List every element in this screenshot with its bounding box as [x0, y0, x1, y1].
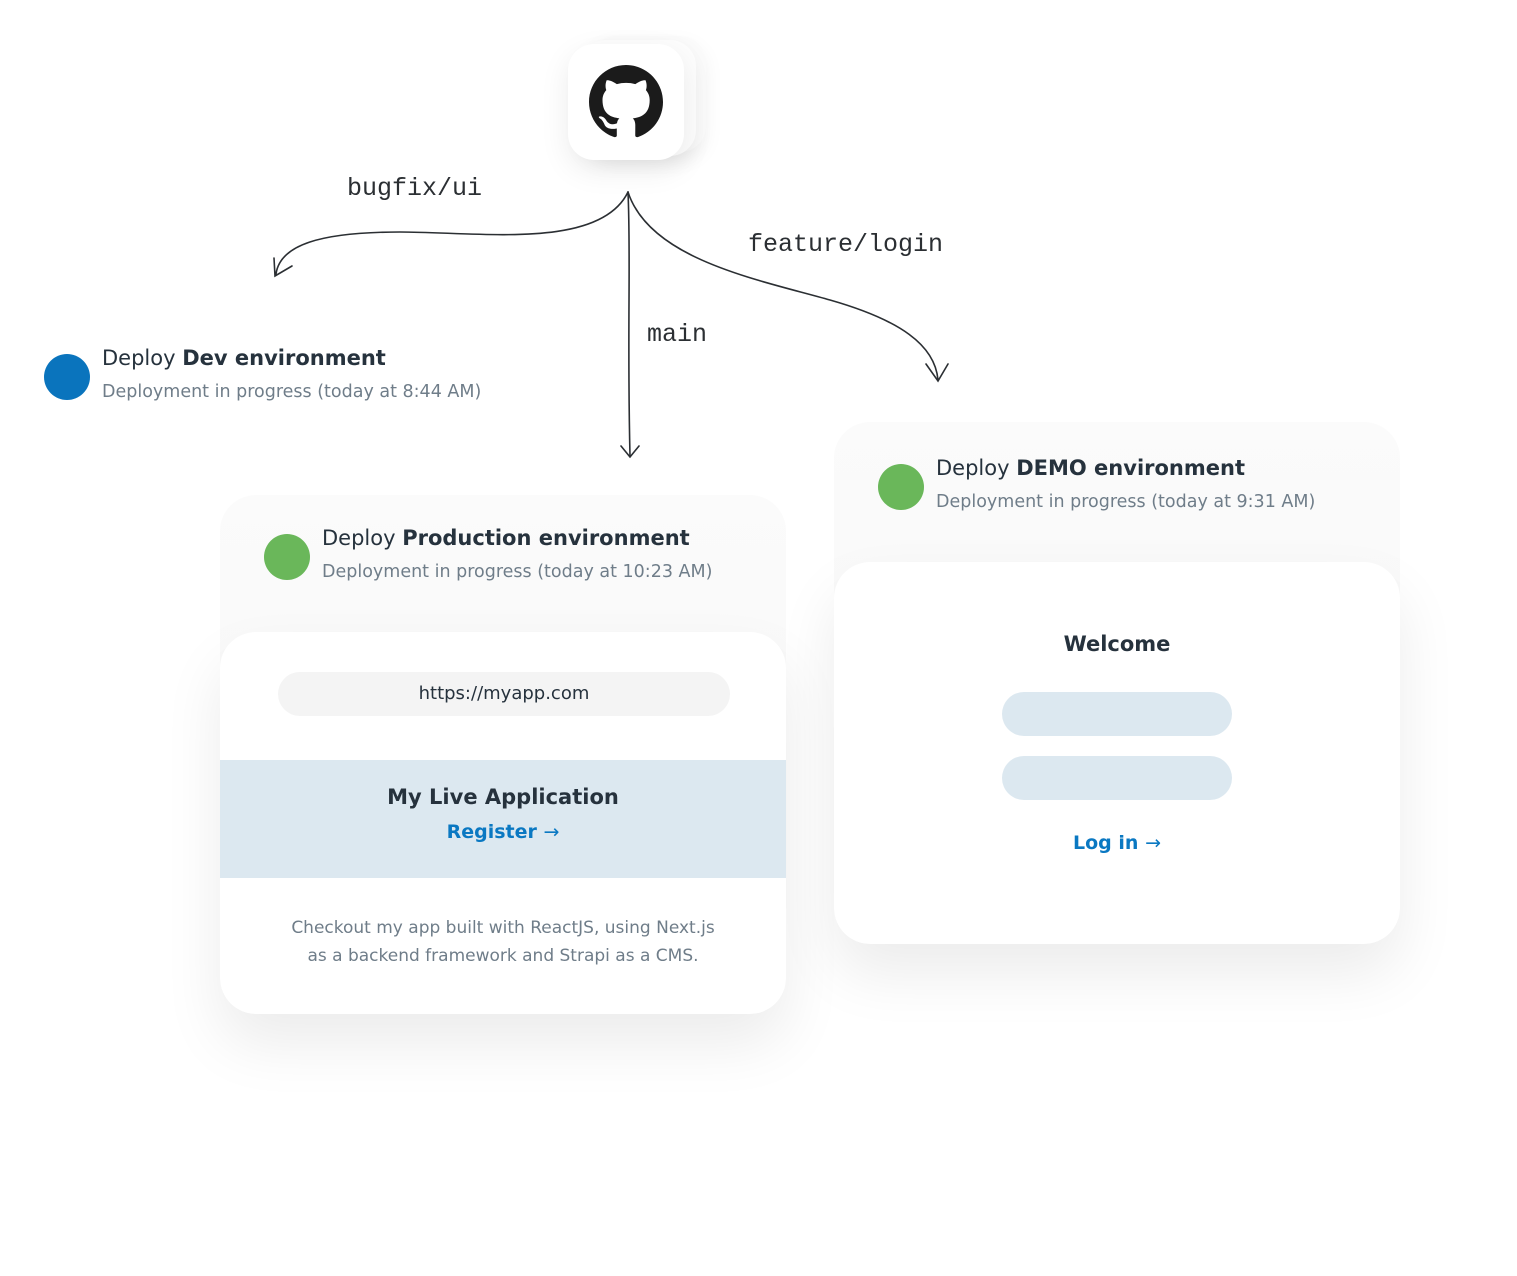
deployment-status-production: Deployment in progress (today at 10:23 A… — [322, 562, 713, 582]
deployment-status-demo: Deployment in progress (today at 9:31 AM… — [936, 492, 1316, 512]
deployment-status-dev: Deployment in progress (today at 8:44 AM… — [102, 382, 482, 402]
welcome-heading: Welcome — [1063, 632, 1171, 656]
app-title: My Live Application — [387, 785, 619, 809]
title-prefix: Deploy — [102, 346, 176, 370]
deployment-title-dev: Deploy Dev environment — [102, 346, 386, 370]
login-link[interactable]: Log in → — [834, 832, 1400, 854]
github-repo-card[interactable] — [568, 44, 684, 160]
arrow-feature — [627, 191, 939, 381]
title-prefix: Deploy — [936, 456, 1010, 480]
arrowhead-bugfix — [273, 257, 293, 278]
description-line: Checkout my app built with ReactJS, usin… — [291, 918, 715, 938]
branch-label-bugfix: bugfix/ui — [347, 174, 483, 203]
description-line: as a backend framework and Strapi as a C… — [307, 946, 699, 966]
branch-label-feature: feature/login — [748, 230, 944, 259]
register-link[interactable]: Register → — [220, 821, 786, 843]
environment-name: DEMO environment — [1016, 456, 1245, 480]
status-dot-dev — [44, 354, 90, 400]
title-prefix: Deploy — [322, 526, 396, 550]
github-icon — [589, 65, 663, 138]
arrow-main — [627, 191, 631, 457]
deployment-title-demo: Deploy DEMO environment — [936, 456, 1245, 480]
url-bar[interactable]: https://myapp.com — [278, 672, 730, 716]
production-app-preview: https://myapp.com My Live Application Re… — [220, 632, 786, 1014]
status-dot-production — [264, 534, 310, 580]
password-input[interactable] — [1002, 756, 1232, 800]
environment-name: Production environment — [402, 526, 690, 550]
app-description: Checkout my app built with ReactJS, usin… — [220, 914, 786, 970]
arrow-right-icon: → — [1145, 832, 1161, 854]
arrowhead-feature — [925, 363, 949, 383]
status-dot-demo — [878, 464, 924, 510]
arrow-right-icon: → — [543, 821, 560, 843]
hero-band: My Live Application Register → — [220, 760, 786, 878]
arrow-bugfix — [275, 191, 629, 275]
branch-arrows — [273, 191, 949, 459]
login-label: Log in — [1073, 832, 1139, 854]
demo-app-preview: Welcome Log in → — [834, 562, 1400, 944]
deployment-title-production: Deploy Production environment — [322, 526, 690, 550]
branch-label-main: main — [647, 320, 708, 349]
register-label: Register — [446, 821, 537, 843]
username-input[interactable] — [1002, 692, 1232, 736]
arrowhead-main — [620, 445, 640, 459]
environment-name: Dev environment — [182, 346, 386, 370]
